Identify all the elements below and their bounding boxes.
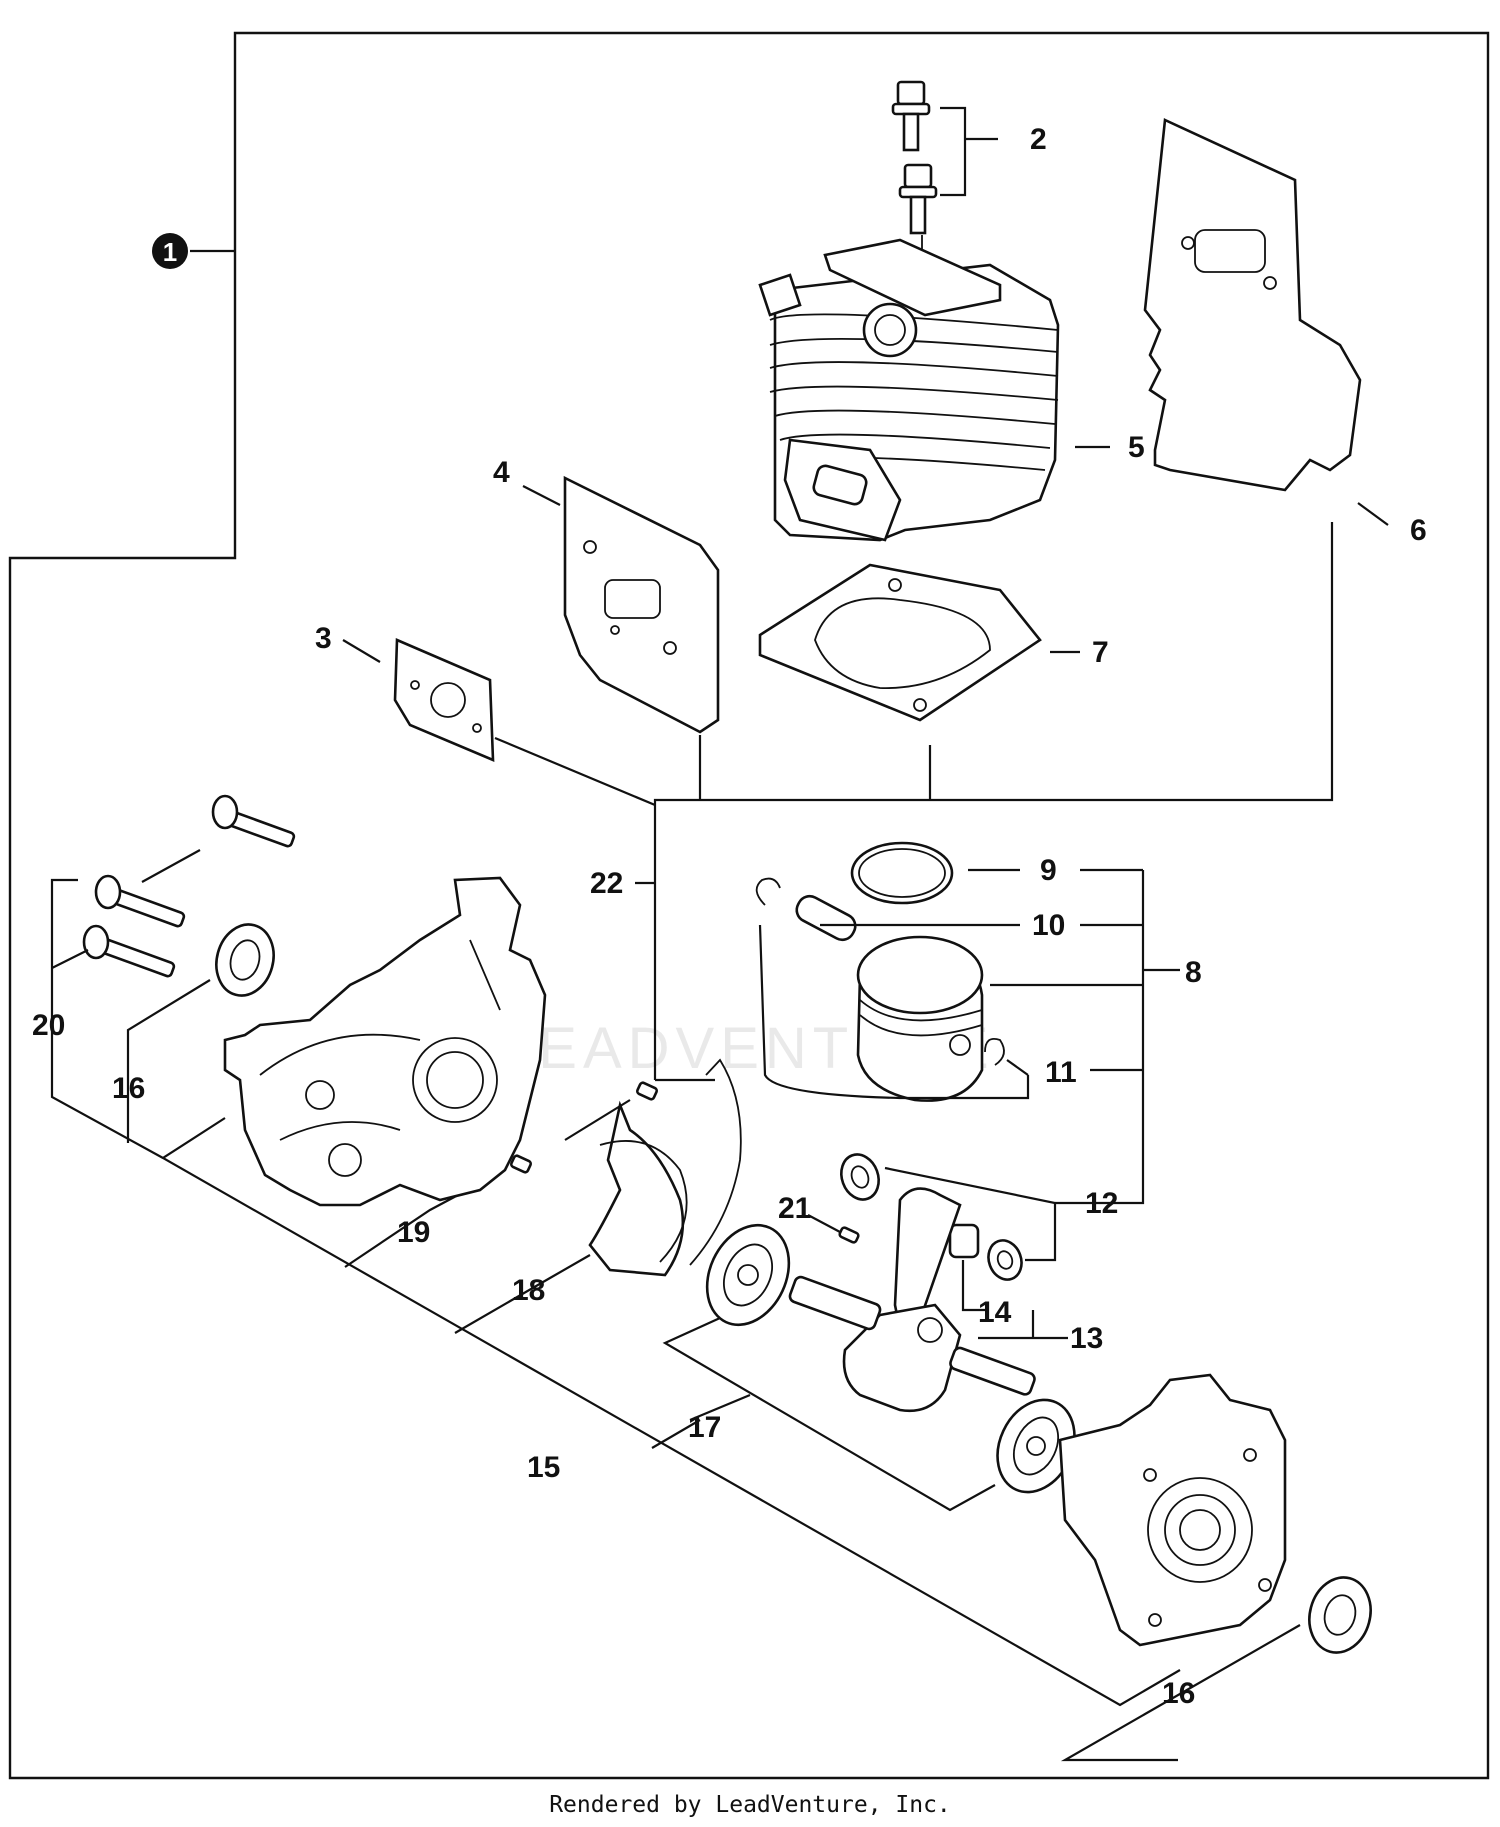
part-cylinder [758,238,1060,542]
part-base-gasket [758,563,1042,722]
part-crankcase-left [223,876,547,1207]
callout-label-4: 4 [493,456,510,489]
part-screws [891,80,998,500]
part-circlips [755,877,1005,1066]
callout-label-6: 6 [1410,514,1427,547]
callout-label-13: 13 [1070,1322,1103,1355]
part-gasket-3 [393,638,495,762]
part-needle-bearing [948,1223,980,1259]
part-crankcase-gasket [588,1058,742,1277]
callout-label-11: 11 [1045,1056,1077,1089]
part-piston-ring [850,841,954,905]
part-piston-pin [795,894,857,942]
callout-label-2: 2 [1030,123,1047,156]
callout-labels: 2 3 4 5 6 7 8 9 10 11 12 13 14 15 16 16 … [32,123,1427,1710]
callout-label-20: 20 [32,1009,65,1042]
part-bearing-left [705,1223,791,1327]
part-key [838,1226,860,1244]
part-bolts [82,794,296,978]
callout-1: 1 [163,237,177,267]
part-heat-shield [1143,118,1362,492]
part-crankcase-right [1058,1373,1287,1647]
callout-label-15: 15 [527,1451,560,1484]
part-seal-left [215,923,275,997]
callout-label-16-left: 16 [112,1072,145,1105]
callout-label-21: 21 [778,1192,811,1225]
callout-label-18: 18 [512,1274,545,1307]
part-piston [856,935,984,1102]
leader-lines-22 [494,522,1334,1082]
callout-label-19: 19 [397,1216,430,1249]
callout-label-7: 7 [1092,636,1109,669]
callout-label-22: 22 [590,867,623,900]
part-seal-right [1308,1576,1372,1654]
assembly-badge: 1 [152,233,235,269]
part-gasket-4 [563,475,720,734]
callout-label-12: 12 [1085,1187,1118,1220]
part-crankshaft [788,1187,1036,1413]
part-dowel-pins [509,1081,659,1174]
assembly-frame [8,31,1490,1780]
callout-label-3: 3 [315,622,332,655]
callout-label-16-right: 16 [1162,1677,1195,1710]
callout-label-9: 9 [1040,854,1057,887]
callout-label-8: 8 [1185,956,1202,989]
footer-credit: Rendered by LeadVenture, Inc. [549,1792,951,1818]
callout-label-17: 17 [688,1411,721,1444]
callout-label-5: 5 [1128,431,1145,464]
callout-label-10: 10 [1032,909,1065,942]
callout-label-14: 14 [978,1296,1012,1329]
part-washers [840,1153,1023,1281]
